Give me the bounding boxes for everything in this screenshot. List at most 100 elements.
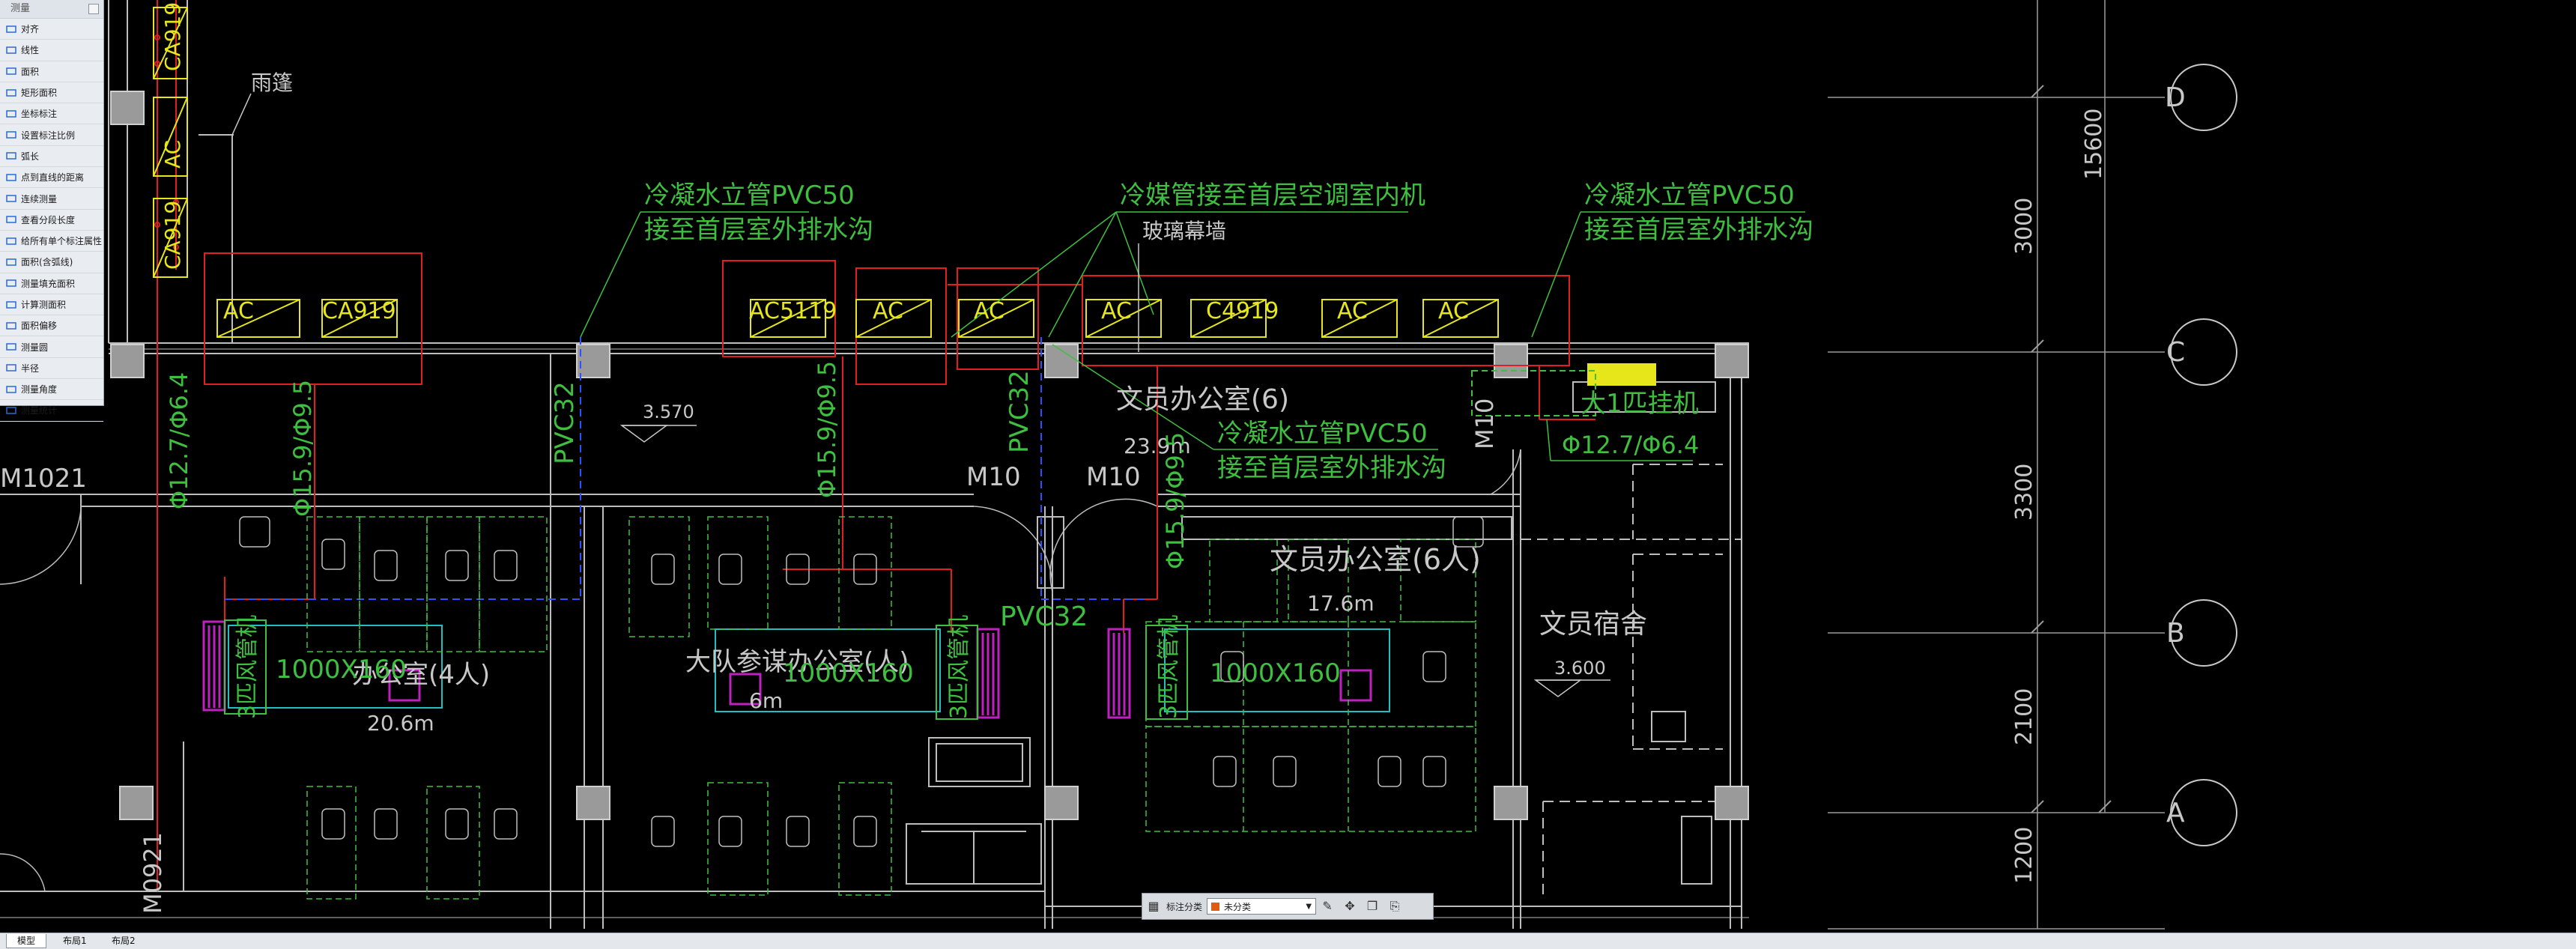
palette-item-11[interactable]: 面积(含弧线) bbox=[0, 252, 103, 273]
palette-item-label: 弧长 bbox=[21, 151, 40, 162]
note-center-line2: 接至首层室外排水沟 bbox=[1217, 453, 1446, 483]
property-icon bbox=[6, 237, 16, 246]
area-icon bbox=[6, 67, 16, 76]
scale-icon bbox=[6, 130, 16, 139]
palette-item-label: 测量填充面积 bbox=[21, 278, 76, 289]
hang-unit-label: 大1匹挂机 bbox=[1581, 389, 1699, 419]
walls bbox=[0, 0, 1749, 929]
palette-item-7[interactable]: 点到直线的距离 bbox=[0, 167, 103, 189]
palette-item-label: 坐标标注 bbox=[21, 109, 58, 120]
axis-bubble-A bbox=[2170, 779, 2237, 846]
palette-item-label: 测量统计 bbox=[21, 405, 58, 416]
palette-item-17[interactable]: 测量角度 bbox=[0, 379, 103, 401]
palette-item-label: 面积 bbox=[21, 66, 40, 77]
ac-vert-ac: AC bbox=[160, 140, 185, 169]
category-color-swatch bbox=[1211, 903, 1220, 911]
palette-item-8[interactable]: 连续测量 bbox=[0, 188, 103, 210]
tab-layout2[interactable]: 布局2 bbox=[112, 936, 136, 946]
room-area-6: 6m bbox=[749, 688, 783, 713]
palette-item-12[interactable]: 测量填充面积 bbox=[0, 273, 103, 294]
grid-bubbles bbox=[2170, 64, 2237, 846]
axis-label-B: B bbox=[2166, 618, 2185, 649]
grid-lines bbox=[1828, 0, 2165, 930]
palette-item-label: 矩形面积 bbox=[21, 88, 58, 99]
palette-item-13[interactable]: 计算测面积 bbox=[0, 294, 103, 316]
radius-icon bbox=[6, 363, 16, 372]
fan-unit-1: 3匹风管机 bbox=[234, 615, 261, 719]
axis-label-A: A bbox=[2166, 798, 2185, 828]
axis-bubble-B bbox=[2170, 599, 2237, 667]
room-dorm: 文员宿舍 bbox=[1539, 609, 1647, 640]
coordinate-icon bbox=[6, 109, 16, 118]
refrigerant-pipes bbox=[154, 0, 1595, 891]
category-selected-value: 未分类 bbox=[1224, 902, 1252, 912]
dim-2100: 2100 bbox=[2011, 688, 2037, 745]
ac-units bbox=[153, 7, 1656, 386]
palette-item-14[interactable]: 面积偏移 bbox=[0, 315, 103, 337]
pipe-size-v4: Φ15.9/Φ9.5 bbox=[1161, 432, 1189, 569]
palette-item-15[interactable]: 测量圆 bbox=[0, 336, 103, 358]
door-m10-a: M10 bbox=[966, 462, 1021, 492]
palette-item-9[interactable]: 查看分段长度 bbox=[0, 210, 103, 231]
ac-label-2: AC bbox=[873, 298, 903, 324]
tab-model[interactable]: 模型 bbox=[6, 934, 47, 948]
palette-item-6[interactable]: 弧长 bbox=[0, 146, 103, 168]
palette-item-label: 面积偏移 bbox=[21, 321, 58, 332]
palette-item-label: 线性 bbox=[21, 45, 40, 56]
layout-tab-bar: 模型 布局1 布局2 bbox=[0, 933, 2576, 949]
copy-icon[interactable]: ❐ bbox=[1366, 899, 1378, 913]
pvc32-horizontal: PVC32 bbox=[1000, 601, 1088, 632]
door-m10-c: M10 bbox=[1470, 398, 1499, 449]
move-icon[interactable]: ✥ bbox=[1345, 899, 1355, 913]
paste-icon[interactable]: ⎘ bbox=[1389, 899, 1400, 913]
ac-label-5: AC bbox=[1337, 298, 1368, 324]
fan-unit-2: 3匹风管机 bbox=[946, 615, 972, 719]
ac-vert-ca915: CA919 bbox=[160, 2, 185, 71]
dim-3000: 3000 bbox=[2011, 198, 2037, 255]
glass-wall-leader bbox=[231, 93, 1139, 352]
elevation-marks bbox=[619, 425, 1610, 697]
pipe-size-v1: Φ12.7/Φ6.4 bbox=[165, 372, 193, 509]
note-center-line1: 冷凝水立管PVC50 bbox=[1217, 419, 1428, 449]
grid-icon[interactable]: ▦ bbox=[1148, 899, 1160, 913]
palette-item-0[interactable]: 对齐 bbox=[0, 19, 103, 40]
axis-bubble-D bbox=[2170, 64, 2237, 131]
palette-item-4[interactable]: 坐标标注 bbox=[0, 103, 103, 125]
room-office6-area-a: 23.9m bbox=[1124, 434, 1191, 458]
palette-close-icon[interactable] bbox=[88, 4, 99, 14]
dim-1200: 1200 bbox=[2011, 827, 2037, 884]
room-office6-b: 文员办公室(6人) bbox=[1270, 543, 1481, 576]
annotate-category-label: 标注分类 bbox=[1166, 901, 1203, 912]
palette-item-5[interactable]: 设置标注比例 bbox=[0, 124, 103, 146]
fill-area-icon bbox=[6, 279, 16, 288]
stats-icon bbox=[6, 406, 16, 415]
edit-icon[interactable]: ✎ bbox=[1322, 899, 1333, 913]
pipe-size-right: Φ12.7/Φ6.4 bbox=[1562, 431, 1699, 459]
tab-layout1[interactable]: 布局1 bbox=[63, 936, 87, 946]
offset-icon bbox=[6, 321, 16, 330]
palette-item-label: 查看分段长度 bbox=[21, 214, 76, 225]
palette-item-16[interactable]: 半径 bbox=[0, 358, 103, 380]
axis-label-C: C bbox=[2166, 337, 2185, 368]
door-m10-b: M10 bbox=[1086, 462, 1141, 492]
palette-item-2[interactable]: 面积 bbox=[0, 61, 103, 82]
palette-item-label: 点到直线的距离 bbox=[21, 172, 85, 184]
drawing-text-rotated: CA919 AC CA919 Φ12.7/Φ6.4 Φ15.9/Φ9.5 Φ15… bbox=[139, 2, 2107, 914]
leader-lines bbox=[580, 211, 1805, 461]
palette-item-3[interactable]: 矩形面积 bbox=[0, 82, 103, 104]
palette-item-10[interactable]: 给所有单个标注属性 bbox=[0, 231, 103, 252]
palette-item-label: 连续测量 bbox=[21, 193, 58, 204]
chairs bbox=[239, 516, 1484, 847]
arc-icon bbox=[6, 151, 16, 160]
palette-item-1[interactable]: 线性 bbox=[0, 40, 103, 61]
annotate-category-select[interactable]: 未分类 ▼ bbox=[1207, 898, 1317, 915]
ac-label-ac5119: AC5119 bbox=[749, 298, 837, 324]
ac-vert-ca919: CA919 bbox=[160, 201, 185, 270]
measure-tool-palette: 测量 对齐线性面积矩形面积坐标标注设置标注比例弧长点到直线的距离连续测量查看分段… bbox=[0, 0, 104, 422]
axis-bubble-C bbox=[2170, 318, 2237, 386]
ac-label-3: AC bbox=[974, 298, 1004, 324]
palette-item-18[interactable]: 测量统计 bbox=[0, 400, 103, 422]
axis-label-D: D bbox=[2165, 82, 2186, 113]
dim-total: 15600 bbox=[2081, 109, 2107, 180]
